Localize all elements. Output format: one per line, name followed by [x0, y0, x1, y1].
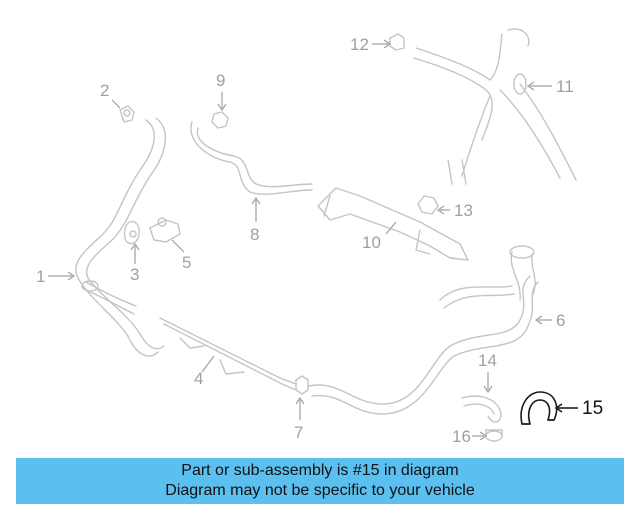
svg-text:16: 16	[452, 427, 471, 446]
svg-text:5: 5	[182, 253, 191, 272]
svg-text:14: 14	[478, 351, 497, 370]
part-15-hose-highlighted	[520, 391, 558, 425]
svg-text:6: 6	[556, 311, 565, 330]
part-13-nut	[417, 195, 439, 215]
svg-text:7: 7	[294, 423, 303, 442]
info-banner: Part or sub-assembly is #15 in diagram D…	[16, 458, 624, 504]
callout-13: 13	[436, 201, 473, 220]
part-5-fitting	[149, 217, 181, 243]
part-7-clamp	[295, 375, 309, 395]
part-1-hose	[75, 117, 167, 357]
part-16-grommet	[485, 429, 503, 442]
callout-16: 16	[452, 427, 488, 446]
callout-6: 6	[534, 311, 565, 330]
part-10-bracket	[317, 187, 469, 261]
svg-text:3: 3	[130, 265, 139, 284]
part-12-clamp	[389, 33, 405, 51]
svg-text:8: 8	[250, 225, 259, 244]
part-6-hose	[307, 245, 539, 415]
part-8-hose	[190, 121, 313, 195]
svg-text:15: 15	[582, 398, 603, 419]
svg-text:13: 13	[454, 201, 473, 220]
svg-text:9: 9	[216, 71, 225, 90]
banner-line-1: Part or sub-assembly is #15 in diagram	[181, 462, 459, 479]
callout-12: 12	[350, 35, 392, 54]
banner-line-2: Diagram may not be specific to your vehi…	[165, 482, 475, 499]
callout-10: 10	[362, 221, 397, 252]
part-14-hose	[461, 395, 502, 423]
svg-text:4: 4	[194, 369, 203, 388]
callout-1: 1	[36, 267, 76, 286]
part-11-hose	[413, 28, 577, 185]
part-3-gasket	[123, 220, 140, 245]
callout-9: 9	[216, 71, 227, 112]
callout-11: 11	[526, 77, 574, 96]
callout-7: 7	[294, 396, 305, 442]
callout-3: 3	[130, 242, 140, 284]
part-9-clamp	[211, 111, 229, 129]
svg-text:12: 12	[350, 35, 369, 54]
callout-5: 5	[171, 239, 191, 272]
callout-4: 4	[194, 355, 215, 388]
callout-14: 14	[478, 351, 497, 394]
callout-2: 2	[100, 81, 121, 109]
svg-text:10: 10	[362, 233, 381, 252]
callout-8: 8	[250, 196, 261, 244]
svg-text:1: 1	[36, 267, 45, 286]
callout-15-highlighted: 15	[554, 398, 603, 419]
part-2-clamp	[119, 105, 135, 123]
svg-text:2: 2	[100, 81, 109, 100]
svg-text:11: 11	[556, 77, 574, 96]
part-4-pipe	[159, 317, 297, 391]
